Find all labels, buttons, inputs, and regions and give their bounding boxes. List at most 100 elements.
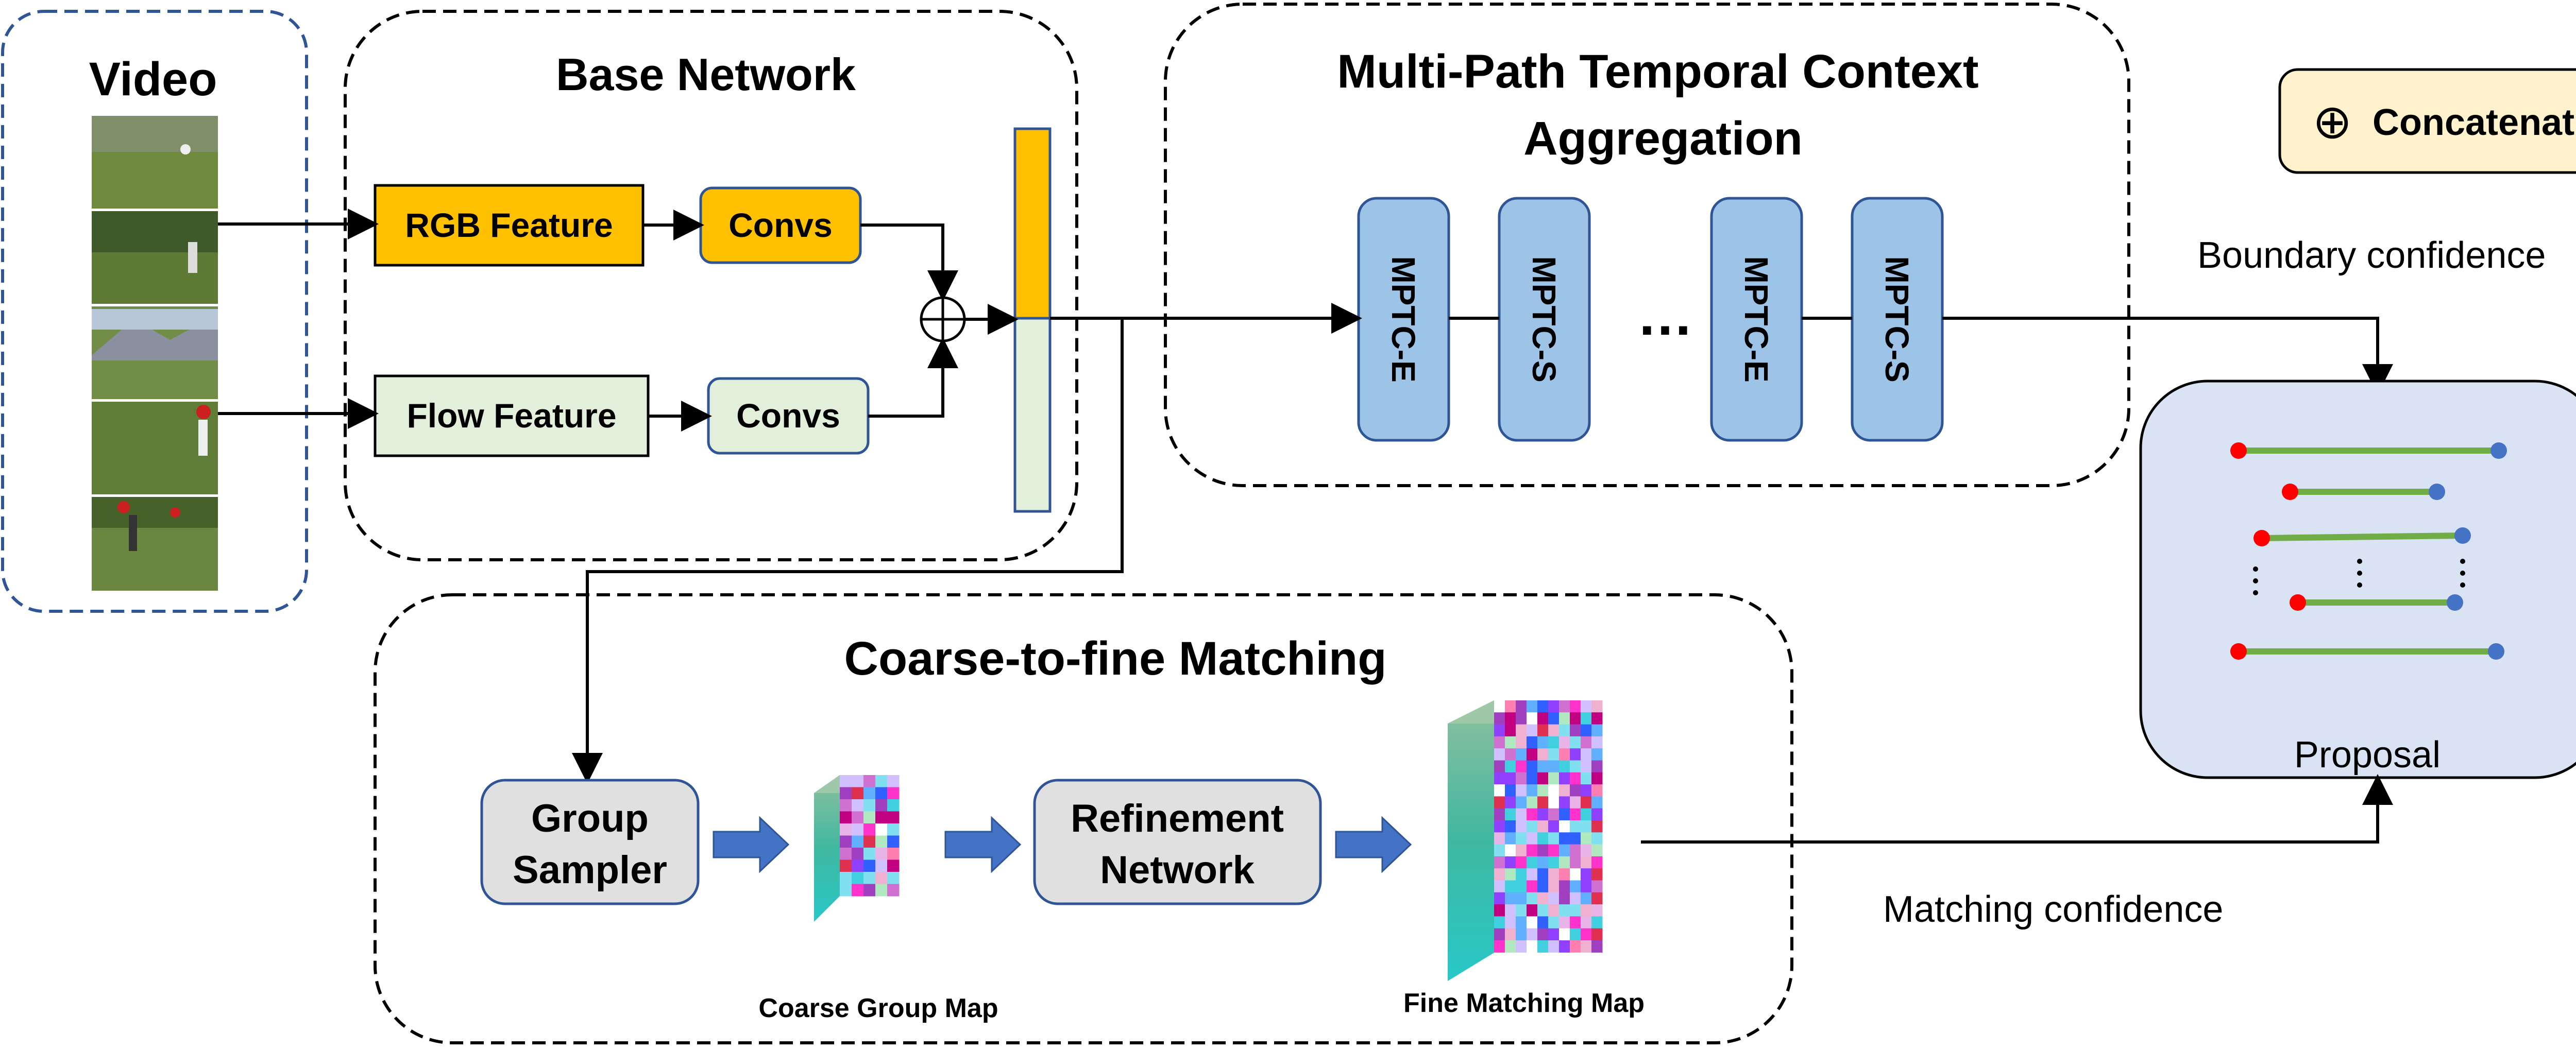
map-cell <box>1527 784 1538 797</box>
map-cell <box>1591 724 1603 737</box>
map-cell <box>1581 856 1592 869</box>
map-cell <box>1537 712 1549 725</box>
map-cell <box>1516 724 1527 737</box>
map-cell <box>887 884 900 897</box>
map-cell <box>1494 820 1505 833</box>
map-cell <box>863 835 876 848</box>
map-cell <box>1559 772 1570 785</box>
map-cell <box>1516 784 1527 797</box>
map-cell <box>1494 940 1505 953</box>
map-cell <box>1591 940 1603 953</box>
map-cell <box>875 848 888 860</box>
coarse-group-map-label: Coarse Group Map <box>758 993 998 1023</box>
map-cell <box>1570 760 1581 773</box>
map-cell <box>1505 928 1516 941</box>
map-cell <box>1591 712 1603 725</box>
map-cell <box>1548 916 1560 929</box>
proposal-segments <box>2230 442 2507 660</box>
map-cell <box>875 799 888 812</box>
map-cell <box>1527 868 1538 881</box>
map-cell <box>1581 880 1592 893</box>
map-cell <box>1527 760 1538 773</box>
map-cell <box>1581 892 1592 905</box>
map-cell <box>887 811 900 824</box>
map-cell <box>1570 784 1581 797</box>
map-cell <box>1570 940 1581 953</box>
map-cell <box>1537 928 1549 941</box>
map-cell <box>1527 928 1538 941</box>
map-cell <box>1559 700 1570 713</box>
map-cell <box>1516 772 1527 785</box>
map-cell <box>1559 748 1570 761</box>
map-cell <box>1494 796 1505 809</box>
map-cell <box>1591 796 1603 809</box>
map-cell <box>1548 748 1560 761</box>
map-cell <box>1494 700 1505 713</box>
map-cell <box>1559 868 1570 881</box>
map-cell <box>1537 868 1549 881</box>
map-cell <box>1537 940 1549 953</box>
map-cell <box>1527 844 1538 857</box>
map-cell <box>1537 736 1549 749</box>
map-cell <box>1570 892 1581 905</box>
map-cell <box>1516 904 1527 917</box>
mptc-ellipsis: … <box>1637 284 1693 347</box>
map-cell <box>840 848 852 860</box>
map-cell <box>1527 748 1538 761</box>
map-cell <box>875 811 888 824</box>
map-cell <box>1537 916 1549 929</box>
map-cell <box>1591 856 1603 869</box>
fine-matching-map <box>1448 700 1603 981</box>
map-cell <box>1505 916 1516 929</box>
map-cell <box>1548 724 1560 737</box>
map-cell <box>1505 760 1516 773</box>
svg-text:Sampler: Sampler <box>513 848 667 892</box>
map-cell <box>1527 916 1538 929</box>
legend-box <box>2278 68 2576 174</box>
map-cell <box>1591 736 1603 749</box>
map-cell <box>1516 760 1527 773</box>
map-cell <box>852 811 864 824</box>
map-cell <box>875 884 888 897</box>
map-cell <box>1516 700 1527 713</box>
convs-top-label: Convs <box>728 206 833 244</box>
map-cell <box>1505 892 1516 905</box>
map-cell <box>1494 916 1505 929</box>
map-cell <box>1591 772 1603 785</box>
map-cell <box>1570 820 1581 833</box>
svg-text:MPTC-E: MPTC-E <box>1738 256 1775 382</box>
map-cell <box>1537 808 1549 821</box>
map-cell <box>1559 916 1570 929</box>
map-cell <box>1537 748 1549 761</box>
map-cell <box>852 848 864 860</box>
map-cell <box>1537 832 1549 845</box>
map-cell <box>1581 844 1592 857</box>
map-cell <box>887 848 900 860</box>
map-cell <box>1494 904 1505 917</box>
matching-confidence-label: Matching confidence <box>1883 889 2223 930</box>
video-title: Video <box>89 53 217 106</box>
map-cell <box>887 775 900 787</box>
map-cell <box>1527 700 1538 713</box>
map-cell <box>1559 832 1570 845</box>
map-cell <box>887 823 900 836</box>
map-cell <box>1505 880 1516 893</box>
map-cell <box>875 775 888 787</box>
map-cell <box>1548 940 1560 953</box>
map-cell <box>863 775 876 787</box>
map-cell <box>1548 700 1560 713</box>
map-cell <box>887 872 900 884</box>
map-cell <box>1548 736 1560 749</box>
proposal-title: Proposal <box>2294 734 2441 776</box>
map-cell <box>1516 868 1527 881</box>
map-cell <box>1548 928 1560 941</box>
map-cell <box>863 884 876 897</box>
video-panel <box>1 10 308 613</box>
map-cell <box>1581 796 1592 809</box>
map-cell <box>1516 808 1527 821</box>
map-cell <box>1581 784 1592 797</box>
map-cell <box>1537 796 1549 809</box>
refinement-network-box: Refinement Network <box>1033 779 1322 905</box>
map-cell <box>1570 928 1581 941</box>
